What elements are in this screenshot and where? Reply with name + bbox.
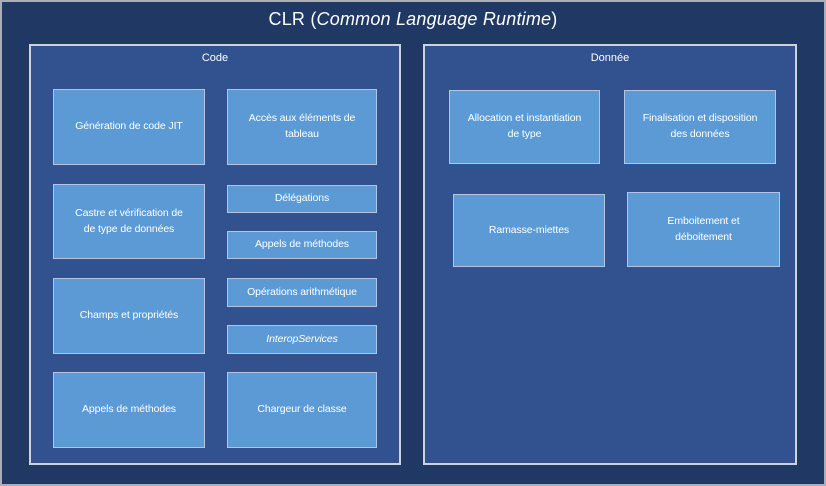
box-allocation-instantiation: Allocation et instantiation de type xyxy=(449,90,600,164)
box-generation-code-jit: Génération de code JIT xyxy=(53,89,205,165)
diagram-title: CLR (Common Language Runtime) xyxy=(2,9,824,30)
title-prefix: CLR ( xyxy=(268,9,317,29)
panel-code: Code Génération de code JIT Accès aux él… xyxy=(29,44,401,465)
box-champs-proprietes: Champs et propriétés xyxy=(53,278,205,354)
box-castre-verification-type: Castre et vérification de de type de don… xyxy=(53,184,205,259)
box-operations-arithmetique: Opérations arithmétique xyxy=(227,278,377,307)
box-acces-elements-tableau: Accès aux éléments de tableau xyxy=(227,89,377,165)
panel-donnee-header: Donnée xyxy=(590,52,630,64)
title-suffix: ) xyxy=(551,9,558,29)
box-interopservices: InteropServices xyxy=(227,325,377,354)
title-italic: Common Language Runtime xyxy=(316,9,552,29)
box-appels-methodes-bas: Appels de méthodes xyxy=(53,372,205,448)
panel-donnee: Donnée Allocation et instantiation de ty… xyxy=(423,44,797,465)
box-chargeur-classe: Chargeur de classe xyxy=(227,372,377,448)
panel-code-header: Code xyxy=(201,52,229,64)
box-delegations: Délégations xyxy=(227,185,377,213)
box-ramasse-miettes: Ramasse-miettes xyxy=(453,194,605,267)
box-appels-methodes-haut: Appels de méthodes xyxy=(227,231,377,259)
box-finalisation-disposition: Finalisation et disposition des données xyxy=(624,90,776,164)
box-emboitement-deboitement: Emboitement et déboitement xyxy=(627,192,780,267)
